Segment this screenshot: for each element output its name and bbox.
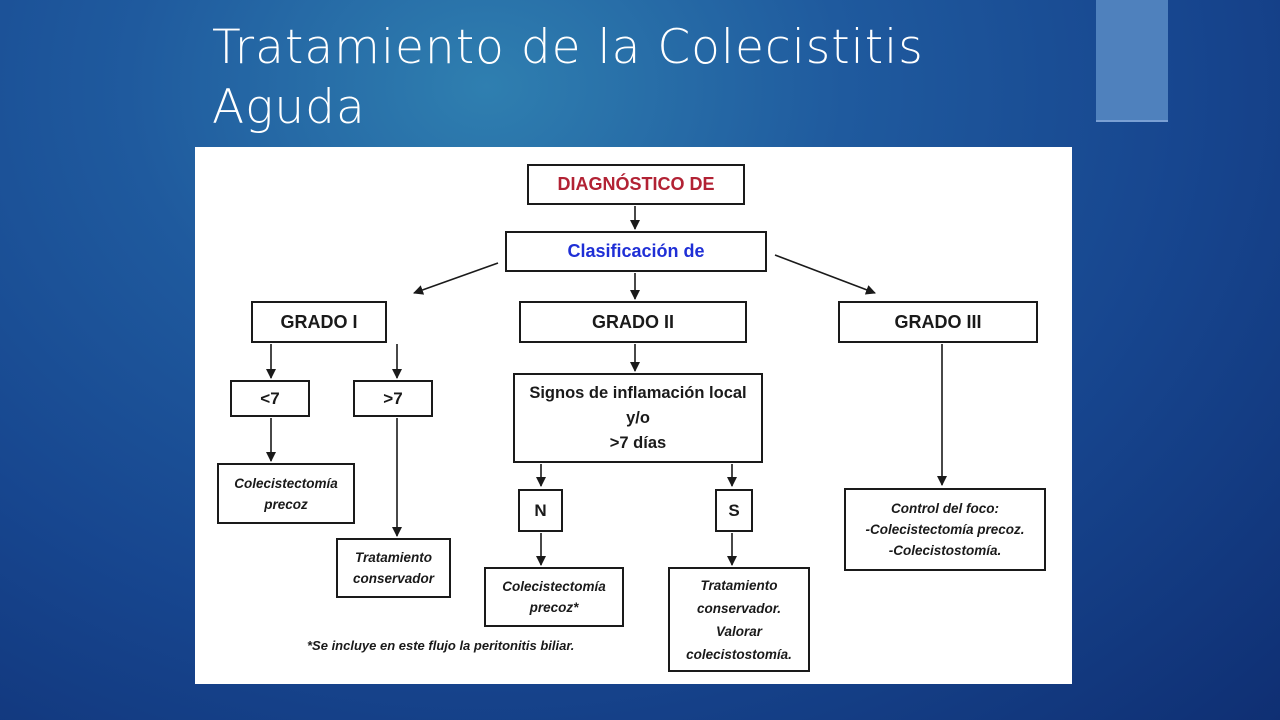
footnote: *Se incluye en este flujo la peritonitis…	[307, 638, 575, 653]
signos-line-1: Signos de inflamación local	[529, 383, 747, 402]
g1-conservador-box: Tratamiento conservador	[336, 538, 451, 598]
g2-conservador-box: Tratamiento conservador. Valorar colecis…	[668, 567, 810, 672]
g3-control-line-2: -Colecistectomía precoz.	[865, 522, 1025, 537]
g1-precoz-line-1: Colecistectomía	[234, 475, 338, 491]
g2-precoz-line-1: Colecistectomía	[502, 579, 606, 594]
g3-control-line-3: -Colecistostomía.	[888, 543, 1002, 558]
g1-conservador-line-2: conservador	[352, 571, 435, 586]
g2-precoz-line-2: precoz*	[529, 600, 579, 615]
signos-line-2: y/o	[626, 408, 650, 427]
clasificacion-label: Clasificación de	[567, 241, 705, 261]
g2-conservador-line-1: Tratamiento	[700, 577, 778, 593]
g1-conservador-line-1: Tratamiento	[354, 550, 433, 565]
grado-2-box: GRADO II	[519, 301, 747, 343]
grado-1-box: GRADO I	[251, 301, 387, 343]
grado-3-box: GRADO III	[838, 301, 1038, 343]
g2-conservador-line-2: conservador.	[696, 600, 782, 616]
grado-2-label: GRADO II	[591, 311, 674, 332]
mayor-7-label: >7	[383, 388, 403, 408]
menor-7-label: <7	[260, 388, 280, 408]
no-box: N	[518, 489, 563, 532]
slide-title: Tratamiento de la Colecistitis Aguda	[212, 18, 1072, 138]
g1-precoz-line-2: precoz	[264, 496, 308, 512]
g3-control-line-1: Control del foco:	[891, 501, 999, 516]
si-label: S	[728, 500, 740, 520]
flowchart-panel: DIAGNÓSTICO DE Clasificación de GRADO I …	[195, 147, 1072, 684]
accent-bar	[1096, 0, 1168, 122]
mayor-7-box: >7	[353, 380, 433, 417]
arrow-clasificacion-grado1	[413, 262, 499, 295]
g2-conservador-line-3: Valorar	[715, 623, 763, 639]
menor-7-box: <7	[230, 380, 310, 417]
g3-control-box: Control del foco: -Colecistectomía preco…	[844, 488, 1046, 571]
g2-precoz-box: Colecistectomía precoz*	[484, 567, 624, 627]
signos-box: Signos de inflamación local y/o >7 días	[513, 373, 763, 463]
g2-conservador-line-4: colecistostomía.	[686, 646, 792, 662]
title-line-2: Aguda	[212, 80, 366, 135]
arrow-clasificacion-grado3	[774, 254, 876, 295]
grado-1-label: GRADO I	[280, 311, 358, 332]
si-box: S	[715, 489, 753, 532]
g1-precoz-box: Colecistectomía precoz	[217, 463, 355, 524]
grado-3-label: GRADO III	[894, 311, 982, 332]
title-line-1: Tratamiento de la Colecistitis	[212, 20, 924, 75]
signos-line-3: >7 días	[609, 433, 667, 452]
diagnostico-box: DIAGNÓSTICO DE	[527, 164, 745, 205]
no-label: N	[534, 500, 547, 520]
clasificacion-box: Clasificación de	[505, 231, 767, 272]
diagnostico-label: DIAGNÓSTICO DE	[557, 174, 715, 194]
flowchart-connectors	[266, 206, 947, 566]
